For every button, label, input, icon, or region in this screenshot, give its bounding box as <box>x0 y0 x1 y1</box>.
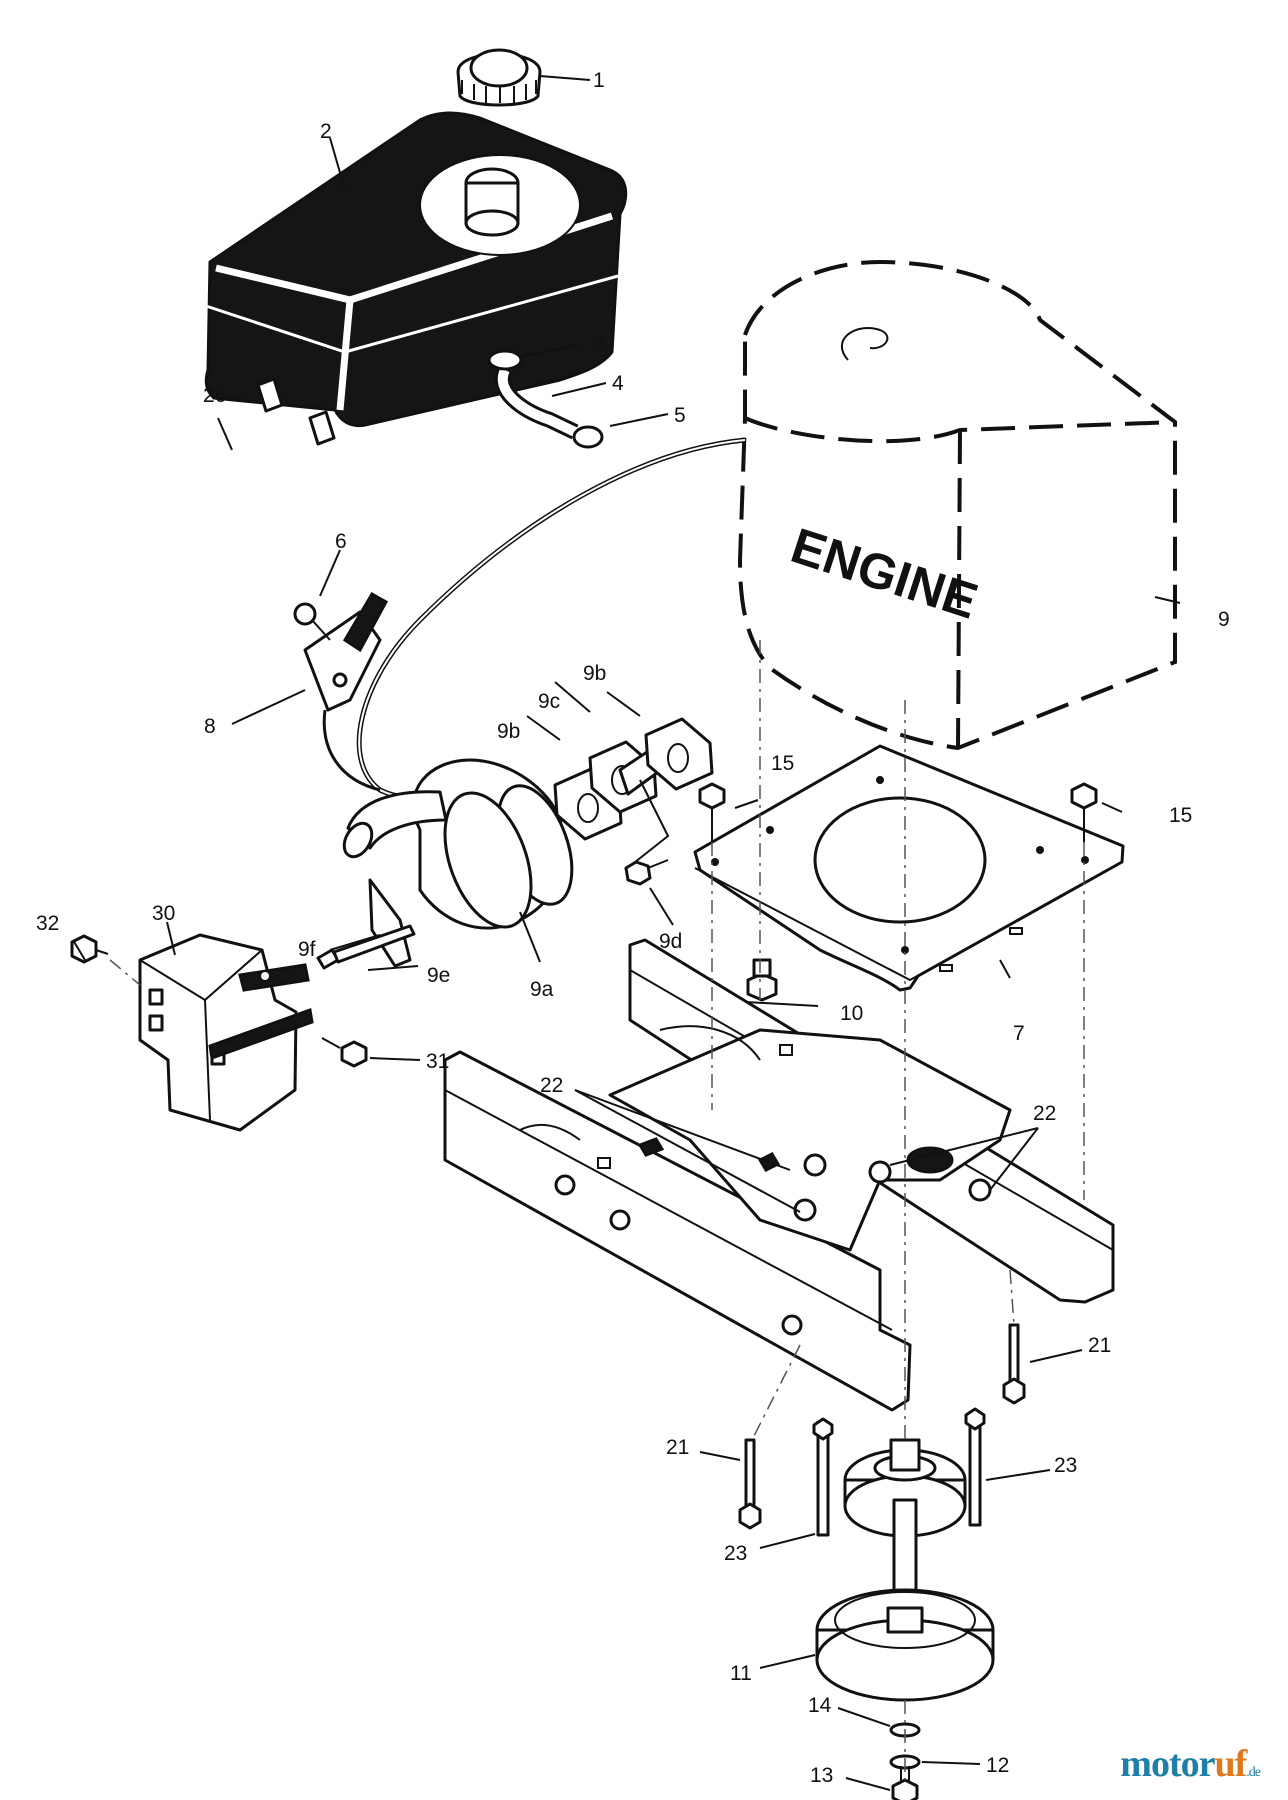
callout-9a: 9a <box>530 978 554 1001</box>
callout-30: 30 <box>152 902 175 925</box>
callout-13: 13 <box>810 1764 833 1787</box>
throttle-control <box>293 591 389 792</box>
nut-10 <box>746 958 778 1002</box>
callout-9f: 9f <box>298 938 316 961</box>
callout-4: 4 <box>612 372 624 395</box>
callout-9b-lower: 9b <box>497 720 520 743</box>
callout-26: 26 <box>203 384 226 407</box>
engine-outline: ENGINE <box>737 259 1177 751</box>
exhaust-bolts <box>316 859 669 970</box>
callout-7: 7 <box>1013 1022 1025 1045</box>
muffler <box>342 758 574 968</box>
callout-12: 12 <box>986 1754 1009 1777</box>
leader-lines <box>72 75 1181 1791</box>
callout-32: 32 <box>36 912 59 935</box>
callout-15-right: 15 <box>1169 804 1192 827</box>
callout-10: 10 <box>840 1002 863 1025</box>
watermark-main: motor <box>1120 1743 1215 1785</box>
callout-1: 1 <box>593 69 605 92</box>
watermark-logo: motoruf.de <box>1120 1742 1261 1786</box>
fuel-cap <box>456 48 542 107</box>
callout-6: 6 <box>335 530 347 553</box>
callout-9d: 9d <box>659 930 682 953</box>
watermark-accent: uf <box>1214 1743 1247 1785</box>
callout-23-right: 23 <box>1054 1454 1077 1477</box>
engine-bolts-15 <box>698 782 1098 842</box>
alignment-lines <box>109 640 1085 1780</box>
callout-9: 9 <box>1218 608 1230 631</box>
pulley-lower <box>815 1588 995 1702</box>
callout-9c: 9c <box>538 690 560 713</box>
exhaust-gaskets <box>553 717 714 871</box>
callout-11: 11 <box>730 1662 752 1685</box>
callouts: 1 2 3 4 5 26 6 8 9 9b 9c 9b 9d 9f 9e 9a … <box>36 69 1230 1787</box>
tractor-frame <box>443 938 1115 1412</box>
callout-21-left: 21 <box>666 1436 689 1459</box>
callout-2: 2 <box>320 120 332 143</box>
callout-5: 5 <box>674 404 686 427</box>
callout-31: 31 <box>426 1050 449 1073</box>
callout-9e: 9e <box>427 964 450 987</box>
callout-21-right: 21 <box>1088 1334 1111 1357</box>
pulley-upper <box>843 1438 967 1538</box>
bolts-21 <box>738 1323 1026 1530</box>
callout-14: 14 <box>808 1694 832 1717</box>
fuel-tank <box>204 111 628 446</box>
heat-shield <box>70 933 368 1132</box>
callout-8: 8 <box>204 715 216 738</box>
callout-22-left: 22 <box>540 1074 563 1097</box>
callout-3: 3 <box>594 332 606 355</box>
watermark-tld: .de <box>1246 1765 1261 1780</box>
callout-9b-upper: 9b <box>583 662 606 685</box>
callout-22-right: 22 <box>1033 1102 1056 1125</box>
studs-23 <box>812 1407 986 1537</box>
callout-15-left: 15 <box>771 752 794 775</box>
callout-23-left: 23 <box>724 1542 747 1565</box>
engine-mount-plate <box>693 744 1125 992</box>
